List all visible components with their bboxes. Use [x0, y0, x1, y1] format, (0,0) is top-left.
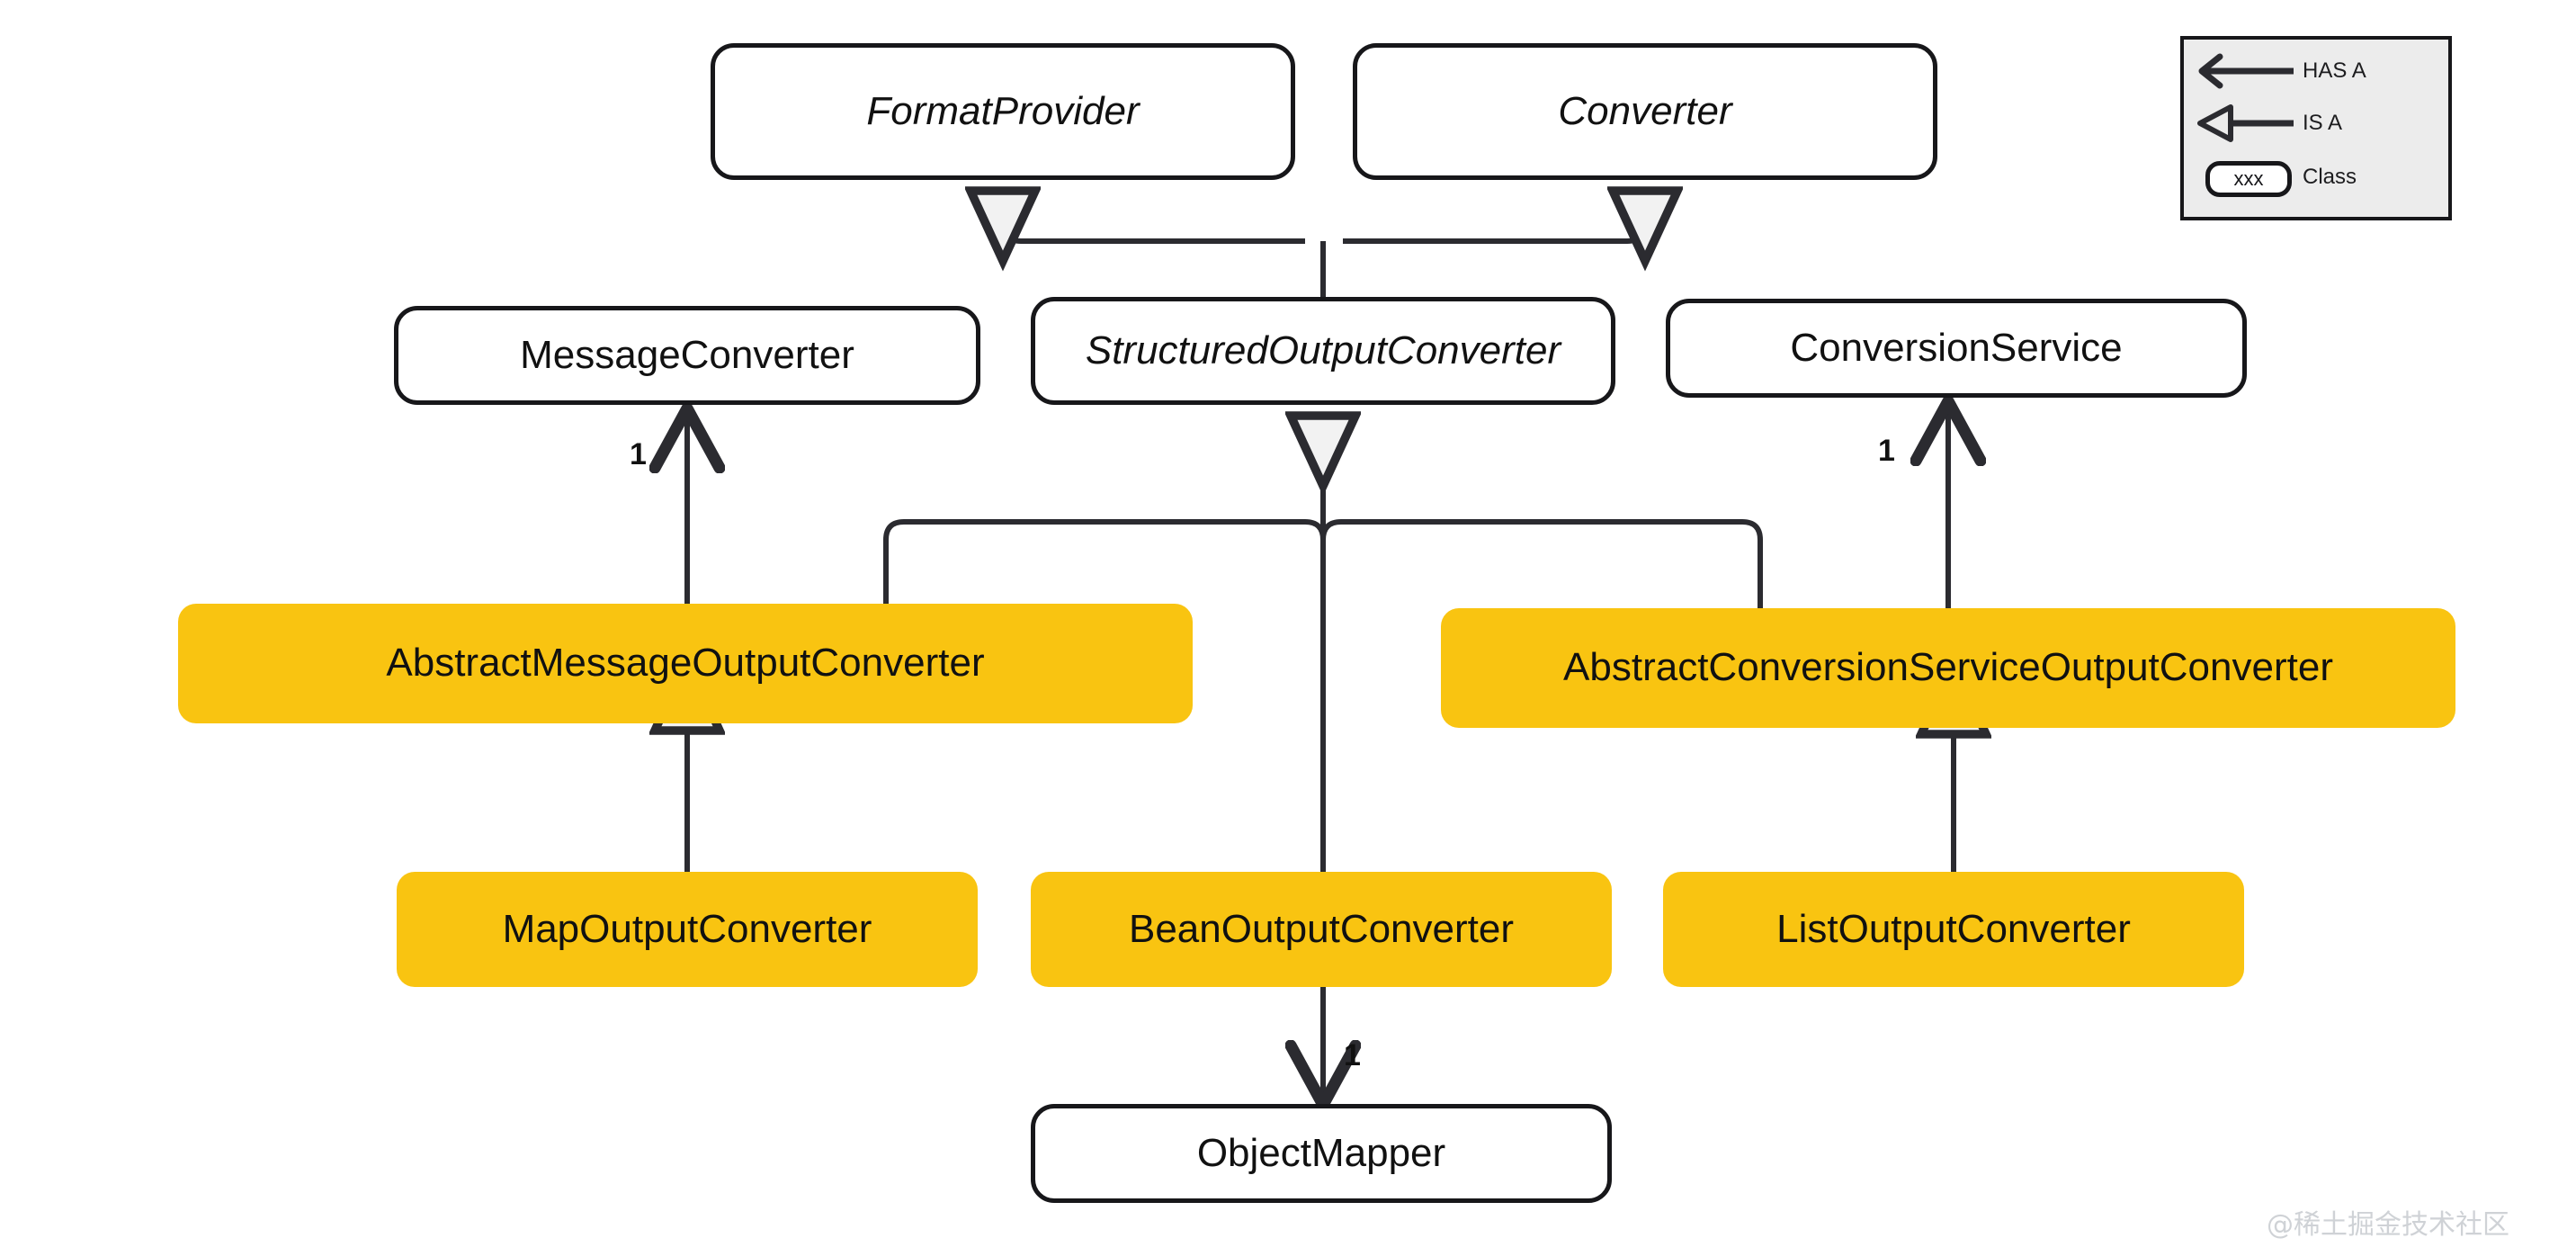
class-label: ObjectMapper [1196, 1130, 1446, 1175]
edge-children-isa-soc [883, 416, 1763, 872]
class-label: MessageConverter [520, 332, 854, 377]
legend-panel: HAS A IS A xxx Class [2180, 36, 2452, 220]
class-node-format-provider[interactable]: FormatProvider [711, 43, 1295, 180]
class-node-abstract-message-output-converter[interactable]: AbstractMessageOutputConverter [178, 604, 1193, 723]
class-node-list-output-converter[interactable]: ListOutputConverter [1663, 872, 2244, 987]
legend-row-has-a: HAS A [2184, 45, 2455, 97]
legend-label-has-a: HAS A [2303, 58, 2366, 83]
class-node-message-converter[interactable]: MessageConverter [394, 306, 980, 405]
multiplicity-label-object-mapper: 1 [1344, 1038, 1361, 1072]
class-node-structured-output-converter[interactable]: StructuredOutputConverter [1031, 297, 1615, 405]
class-label: Converter [1558, 88, 1732, 133]
class-label: FormatProvider [866, 88, 1140, 133]
class-node-object-mapper[interactable]: ObjectMapper [1031, 1104, 1612, 1203]
legend-label-is-a: IS A [2303, 111, 2343, 135]
class-label: BeanOutputConverter [1128, 906, 1515, 951]
hollow-arrow-icon [2184, 97, 2303, 149]
class-node-bean-output-converter[interactable]: BeanOutputConverter [1031, 872, 1612, 987]
multiplicity-label-message-converter: 1 [630, 437, 647, 471]
class-node-map-output-converter[interactable]: MapOutputConverter [397, 872, 978, 987]
legend-row-is-a: IS A [2184, 97, 2455, 149]
class-node-converter[interactable]: Converter [1353, 43, 1937, 180]
legend-class-sample: xxx [2205, 161, 2292, 197]
class-label: StructuredOutputConverter [1085, 327, 1561, 372]
edge-soc-isa-formatprovider [1003, 191, 1305, 241]
watermark: @稀土掘金技术社区 [2267, 1209, 2509, 1241]
class-node-abstract-conversion-service-output-converter[interactable]: AbstractConversionServiceOutputConverter [1441, 608, 2455, 728]
legend-label-class: Class [2303, 165, 2357, 189]
class-label: ConversionService [1790, 325, 2123, 370]
class-node-conversion-service[interactable]: ConversionService [1666, 299, 2247, 398]
class-label: MapOutputConverter [502, 906, 872, 951]
class-label: ListOutputConverter [1776, 906, 2131, 951]
class-label: AbstractMessageOutputConverter [386, 641, 985, 686]
legend-row-class: xxx Class [2184, 151, 2455, 203]
open-arrow-icon [2184, 45, 2303, 97]
class-label: AbstractConversionServiceOutputConverter [1563, 645, 2333, 690]
edge-soc-isa-converter [1343, 191, 1645, 241]
multiplicity-label-conversion-service: 1 [1878, 434, 1895, 468]
class-box-icon: xxx [2184, 151, 2303, 203]
